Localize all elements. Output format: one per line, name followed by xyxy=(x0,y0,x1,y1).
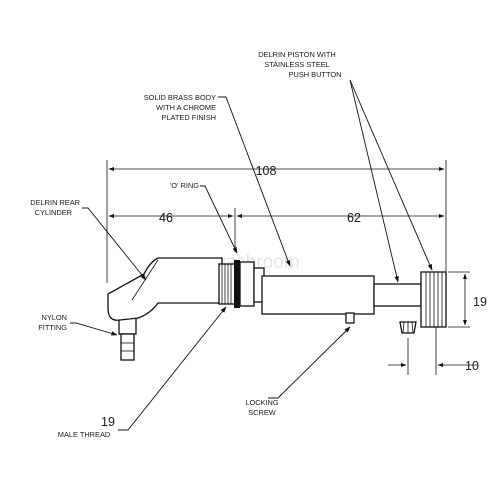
dim-rear-text: 46 xyxy=(159,211,173,225)
label-rear-cylinder-line-2: CYLINDER xyxy=(35,208,72,217)
leader-locking-screw xyxy=(268,326,351,399)
body-flange xyxy=(239,261,255,307)
label-male-thread: 19 MALE THREAD xyxy=(58,415,115,439)
brass-body xyxy=(261,275,375,315)
label-nylon-fitting-line-1: NYLON xyxy=(42,313,67,322)
leader-body xyxy=(218,96,291,267)
label-body-line-2: WITH A CHROME xyxy=(156,103,216,112)
label-piston: DELRIN PISTON WITH STAINLESS STEEL PUSH … xyxy=(258,50,341,79)
leader-rear-cylinder xyxy=(82,207,147,281)
leader-push-button xyxy=(349,79,433,271)
push-button-knurling xyxy=(425,272,443,327)
label-nylon-fitting: NYLON FITTING xyxy=(38,313,67,332)
dim-button-len-text: 10 xyxy=(465,359,479,373)
label-nylon-fitting-line-2: FITTING xyxy=(38,323,67,332)
locking-screw-head xyxy=(345,312,355,324)
piston-shaft xyxy=(373,283,422,307)
thread-lines xyxy=(221,264,232,304)
dim-overall-text: 108 xyxy=(256,164,277,178)
label-piston-line-3: PUSH BUTTON xyxy=(289,70,342,79)
dim-button-dia-text: 19 xyxy=(473,295,487,309)
thread-section xyxy=(218,263,236,305)
rear-cylinder-elbow xyxy=(107,257,223,321)
o-ring xyxy=(234,260,240,308)
leader-male-thread xyxy=(118,306,227,431)
label-rear-cylinder-line-1: DELRIN REAR xyxy=(30,198,80,207)
label-locking-screw-line-1: LOCKING xyxy=(245,398,279,407)
leader-lines xyxy=(70,79,433,431)
label-body: SOLID BRASS BODY WITH A CHROME PLATED FI… xyxy=(144,93,216,122)
label-o-ring: 'O' RING xyxy=(170,181,199,190)
nylon-fitting xyxy=(118,317,137,361)
valve-assembly xyxy=(107,257,447,361)
nylon-fitting-barb xyxy=(120,333,135,361)
label-piston-line-1: DELRIN PISTON WITH xyxy=(258,50,335,59)
label-body-line-1: SOLID BRASS BODY xyxy=(144,93,216,102)
leader-nylon-fitting xyxy=(70,322,118,336)
label-male-thread-size: 19 xyxy=(101,415,115,429)
leader-o-ring xyxy=(200,185,238,254)
label-body-line-3: PLATED FINISH xyxy=(162,113,216,122)
label-male-thread-text: MALE THREAD xyxy=(58,430,110,439)
dim-front-text: 62 xyxy=(347,211,361,225)
label-piston-line-2: STAINLESS STEEL xyxy=(264,60,330,69)
leader-piston-shaft xyxy=(349,79,399,283)
label-locking-screw: LOCKING SCREW xyxy=(245,398,279,417)
label-locking-screw-line-2: SCREW xyxy=(248,408,276,417)
label-rear-cylinder: DELRIN REAR CYLINDER xyxy=(30,198,80,217)
